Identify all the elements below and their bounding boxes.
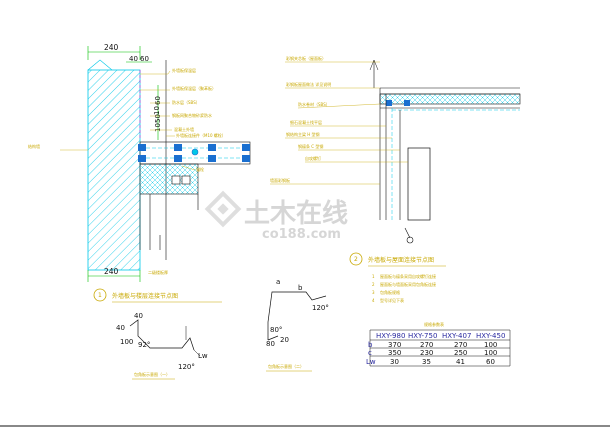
d2-note-8: 墙面彩钢板	[270, 177, 290, 183]
detail-1-title: 外墙板与楼层连接节点图	[112, 292, 178, 300]
d2-legend-mark-1: 1	[372, 274, 375, 279]
p2-dim-b: b	[298, 284, 303, 292]
dim-side-10b: 10	[154, 123, 162, 132]
detail-1-section: 240 40 60 60 10 50 10	[28, 43, 251, 303]
p1-dim-40a: 40	[134, 312, 143, 320]
p1-dim-120deg: 120°	[178, 363, 195, 371]
d2-note-5: 钢结构主梁 H 型钢	[286, 131, 320, 137]
p2-dim-120deg: 120°	[312, 304, 329, 312]
spec-row-c-v2: 230	[420, 349, 433, 357]
steel-column	[407, 147, 431, 221]
d1-note-6: 外墙板连接件（M10 螺栓）	[176, 132, 226, 138]
d2-legend-mark-3: 3	[372, 290, 375, 295]
spec-row-lw-key: Lw	[366, 358, 376, 366]
profile-1-caption: 包角板示意图（一）	[134, 371, 170, 377]
spec-row-lw-v1: 30	[390, 358, 399, 366]
detail-2-section: 彩钢夹芯板（屋面板） 彩钢板屋面做法 详见说明 防水卷材（SBS） 细石混凝土找…	[270, 55, 521, 303]
d2-note-7: 自攻螺钉	[305, 155, 321, 161]
spec-col-2: HXY-750	[408, 332, 437, 340]
d2-legend-2: 屋面板与墙面板采用包角板连接	[380, 281, 436, 287]
d2-note-4: 细石混凝土找平层	[290, 119, 322, 125]
d1-note-7: 锚栓	[196, 166, 204, 172]
p1-dim-92deg: 92°	[138, 341, 150, 349]
spec-col-3: HXY-407	[442, 332, 471, 340]
dim-top-60: 60	[140, 55, 149, 63]
d2-legend-1: 屋面板与檩条采用自攻螺钉连接	[380, 273, 436, 279]
spec-col-1: HXY-980	[376, 332, 405, 340]
dim-side-60: 60	[154, 96, 162, 105]
profile-2-sketch: a b 120° 80° 80 20 包角板示意图（二）	[266, 278, 329, 372]
concrete-wall	[87, 69, 141, 271]
watermark: 土木在线 co188.com	[204, 190, 348, 242]
dim-bottom-240: 240	[104, 267, 119, 276]
detail-1-marker	[93, 288, 107, 302]
dim-side-50: 50	[154, 114, 162, 123]
d2-legend-3: 包角板规格	[380, 289, 400, 295]
spec-row-b-v2: 270	[420, 341, 433, 349]
spec-row-lw-v3: 41	[456, 358, 465, 366]
d2-note-1: 彩钢夹芯板（屋面板）	[286, 55, 326, 61]
d1-note-2: 外墙板保温层（聚苯板）	[172, 85, 216, 91]
spec-row-c-v1: 350	[388, 349, 401, 357]
d2-note-2: 彩钢板屋面做法 详见说明	[286, 81, 331, 87]
spec-table: 规格参数表 HXY-980 HXY-750 HXY-407 HXY-450 b …	[366, 321, 511, 367]
spec-row-b-v4: 100	[484, 341, 497, 349]
dim-side-10: 10	[153, 106, 161, 115]
d2-note-3: 防水卷材（SBS）	[298, 101, 330, 107]
p1-dim-lw: Lw	[198, 352, 208, 360]
dim-top-40: 40	[129, 55, 138, 63]
d2-legend-4: 型号详见下表	[380, 297, 404, 303]
detail-1-number: 1	[98, 292, 102, 299]
p1-dim-100: 100	[120, 338, 133, 346]
profile-1-sketch: 40 40 100 92° 120° Lw 包角板示意图（一）	[116, 312, 208, 380]
detail-2-marker	[349, 252, 363, 266]
p2-dim-20: 20	[280, 336, 289, 344]
d2-legend-mark-2: 2	[372, 282, 375, 287]
d1-note-5: 混凝土外墙	[174, 126, 194, 132]
p1-dim-40b: 40	[116, 324, 125, 332]
spec-row-lw-v4: 60	[486, 358, 495, 366]
detail-2-number: 2	[354, 256, 358, 263]
spec-row-c-key: c	[368, 349, 372, 357]
spec-table-title: 规格参数表	[424, 321, 444, 327]
spec-row-b-key: b	[368, 341, 373, 349]
d1-note-1: 外墙板保温层	[172, 67, 196, 73]
watermark-sub: co188.com	[262, 227, 341, 242]
spec-row-b-v1: 370	[388, 341, 401, 349]
detail-2-title: 外墙板与屋面连接节点图	[368, 256, 434, 264]
dim-top-240: 240	[104, 43, 119, 52]
spec-row-lw-v2: 35	[422, 358, 431, 366]
d1-note-3: 防水层（SBS）	[172, 99, 200, 105]
spec-row-c-v3: 250	[454, 349, 467, 357]
d1-note-8: 结构墙	[28, 143, 40, 149]
d1-bottom-label: 二级楼板厚	[148, 269, 168, 275]
spec-col-4: HXY-450	[476, 332, 505, 340]
d2-note-6: 钢檩条 C 型钢	[298, 143, 323, 149]
d2-legend-mark-4: 4	[372, 298, 375, 303]
spec-row-b-v3: 270	[454, 341, 467, 349]
spec-row-c-v4: 100	[484, 349, 497, 357]
p2-dim-80deg: 80°	[270, 326, 282, 334]
watermark-logo	[204, 190, 242, 228]
p2-dim-a: a	[276, 278, 280, 286]
roof-panel	[379, 93, 521, 105]
profile-2-caption: 包角板示意图（二）	[268, 363, 304, 369]
p2-dim-80: 80	[266, 340, 275, 348]
d1-note-4: 钢板网聚合物砂浆防水	[172, 112, 212, 118]
watermark-main: 土木在线	[244, 199, 348, 229]
